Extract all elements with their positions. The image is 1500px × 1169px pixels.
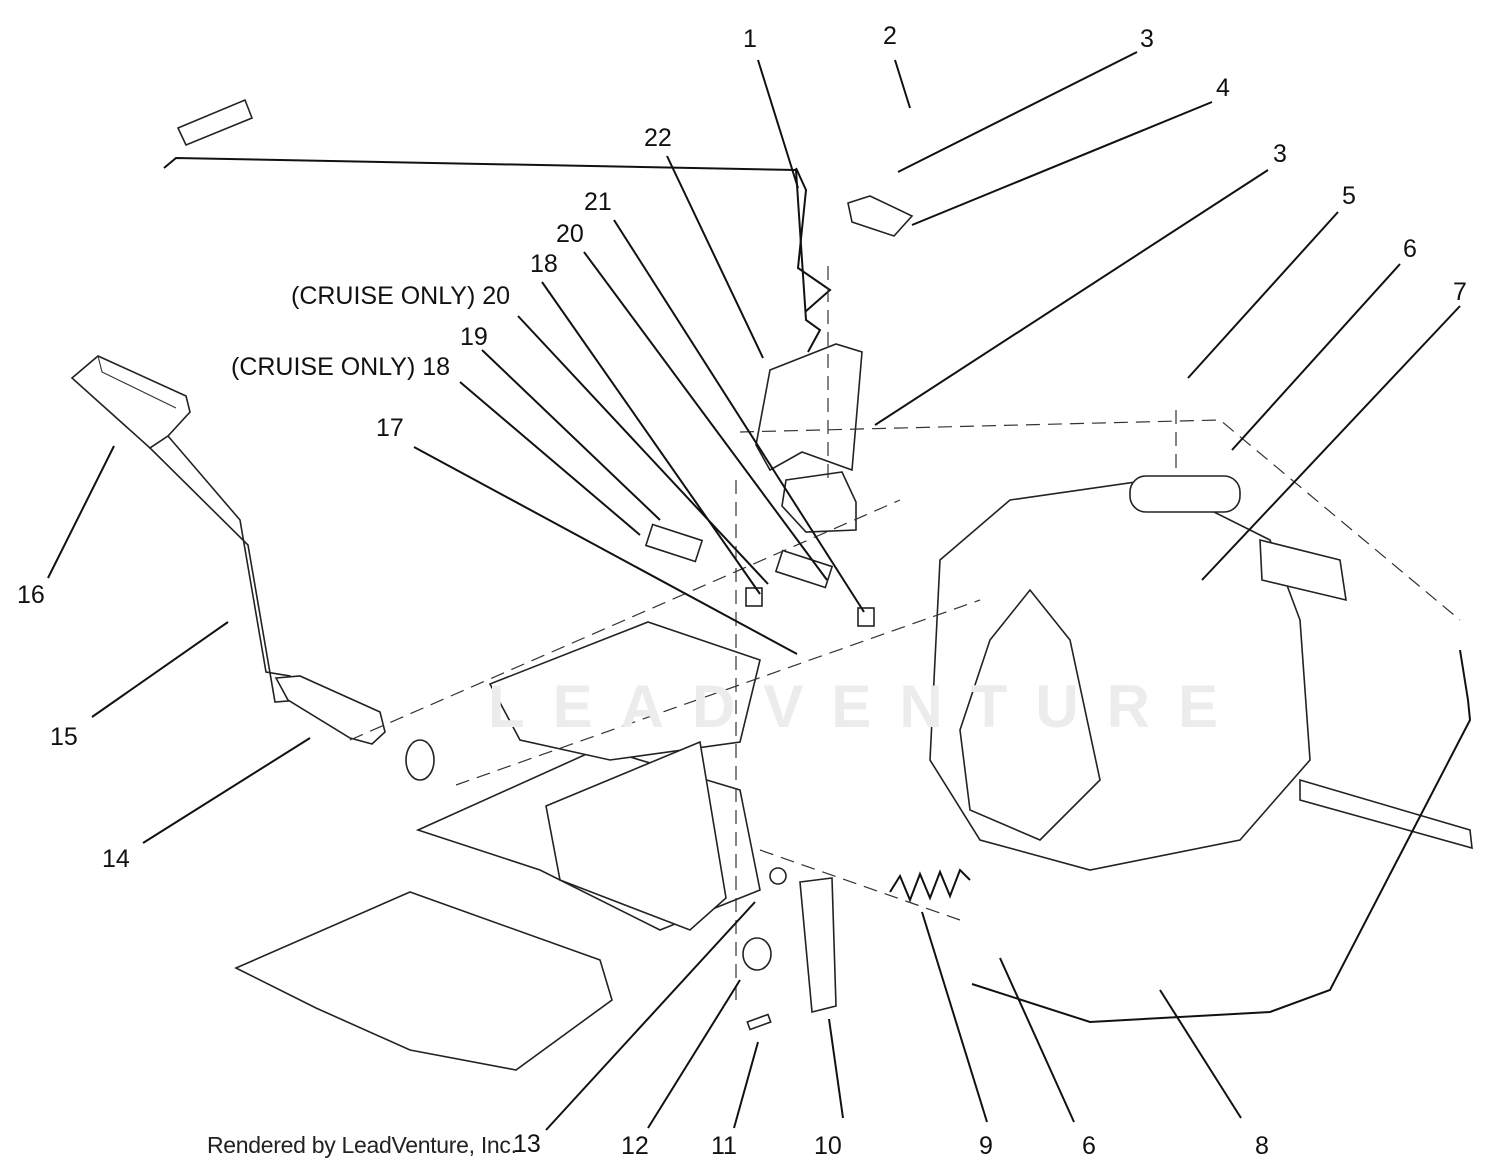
callout-18-cruise: (CRUISE ONLY) 18: [231, 353, 451, 381]
callout-3-top: 3: [1140, 25, 1154, 53]
callout-22: 22: [644, 124, 672, 152]
callout-2: 2: [883, 22, 897, 50]
callout-7: 7: [1453, 278, 1467, 306]
callout-18: 18: [530, 250, 558, 278]
brake-arm-part: [799, 877, 837, 1014]
callout-5: 5: [1342, 182, 1356, 210]
callout-11: 11: [711, 1132, 737, 1160]
callout-1: 1: [743, 25, 757, 53]
callout-19: 19: [460, 323, 488, 351]
callout-21: 21: [584, 188, 612, 216]
control-rod-part: [163, 98, 832, 353]
callout-16: 16: [17, 581, 45, 609]
transmission-part: [929, 475, 1473, 871]
clamp-bracket-part: [847, 195, 914, 237]
callout-9: 9: [979, 1132, 993, 1160]
leader-lines: [47, 51, 1461, 1131]
watermark: LEADVENTURE: [488, 673, 1247, 740]
callout-6-pin: 6: [1082, 1132, 1096, 1160]
pin-part: [746, 1013, 772, 1031]
pedal-lever-part: [70, 355, 435, 781]
bushing-part: [742, 937, 772, 971]
callout-4: 4: [1216, 74, 1230, 102]
callout-10: 10: [814, 1132, 842, 1160]
render-credit: Rendered by LeadVenture, Inc.: [207, 1132, 517, 1158]
callout-6-top: 6: [1403, 235, 1417, 263]
control-rod-8-part: [971, 649, 1472, 1024]
callout-3-bolt: 3: [1273, 140, 1287, 168]
callout-20-cruise: (CRUISE ONLY) 20: [291, 282, 511, 310]
callout-12: 12: [621, 1132, 649, 1160]
callout-8: 8: [1255, 1132, 1269, 1160]
mounting-bracket-part: [755, 343, 863, 533]
washer-part: [769, 867, 787, 885]
callout-20: 20: [556, 220, 584, 248]
callout-14: 14: [102, 845, 130, 873]
callout-17: 17: [376, 414, 404, 442]
callout-15: 15: [50, 723, 78, 751]
callout-13: 13: [513, 1130, 541, 1158]
assembly-guide-lines: [349, 266, 1461, 1000]
frame-plates-part: [234, 621, 761, 1071]
switch-assembly-part: [644, 523, 875, 627]
spring-part: [889, 868, 971, 903]
